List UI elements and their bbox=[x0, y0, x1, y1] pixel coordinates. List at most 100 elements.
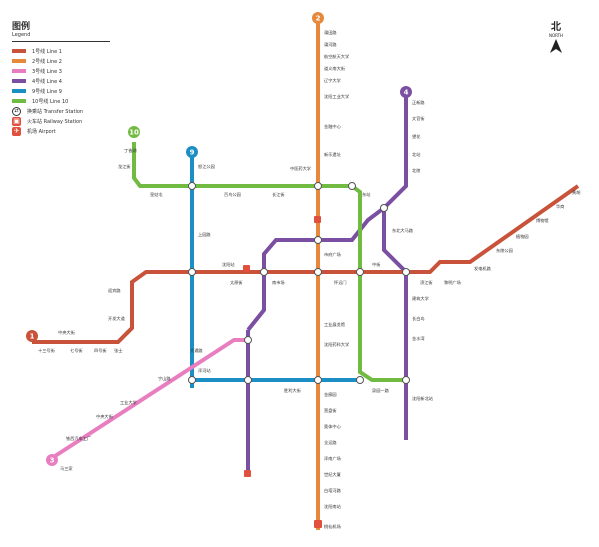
svg-text:3: 3 bbox=[50, 457, 55, 465]
station-label[interactable]: 沈阳药科大学 bbox=[324, 341, 349, 348]
station-label[interactable]: 宁山路 bbox=[158, 375, 171, 382]
station-label[interactable]: 长江街 bbox=[272, 191, 285, 198]
station-label[interactable]: 奥体中心 bbox=[324, 423, 342, 430]
station-label[interactable]: 皇姑屯 bbox=[150, 191, 163, 198]
station-label[interactable]: 正新路 bbox=[412, 99, 425, 106]
station-label[interactable]: 北陵 bbox=[412, 167, 421, 174]
station-label[interactable]: 中医药大学 bbox=[290, 165, 311, 172]
station-label[interactable]: 白塔河路 bbox=[324, 487, 342, 494]
station-label[interactable]: 百鸟公园 bbox=[224, 191, 241, 198]
station-label[interactable]: 东站 bbox=[362, 191, 370, 198]
station-label[interactable]: 工业大学 bbox=[120, 399, 137, 406]
station-label[interactable]: 建筑大学 bbox=[412, 295, 429, 302]
legend-item-line-4: 4号线 Line 4 bbox=[12, 76, 110, 86]
airport-icon[interactable] bbox=[314, 520, 322, 528]
station-label[interactable]: 中央大街 bbox=[58, 329, 75, 336]
transfer-station[interactable] bbox=[314, 182, 322, 190]
station-label[interactable]: 金廊园 bbox=[324, 391, 337, 398]
transfer-station[interactable] bbox=[244, 336, 252, 344]
transfer-station[interactable] bbox=[260, 268, 268, 276]
station-label[interactable]: 蒲河路 bbox=[324, 41, 337, 48]
station-label[interactable]: 植物园 bbox=[516, 233, 529, 240]
station-label[interactable]: 辽宁大学 bbox=[324, 77, 341, 84]
station-label[interactable]: 金融中心 bbox=[324, 123, 342, 130]
line-3-route bbox=[50, 338, 248, 460]
station-label[interactable]: 丁香湖 bbox=[124, 147, 137, 154]
transfer-station[interactable] bbox=[188, 376, 196, 384]
station-label[interactable]: 七号街 bbox=[70, 347, 83, 354]
line-9-route bbox=[190, 156, 360, 382]
line-9-badge[interactable]: 9 bbox=[186, 146, 198, 158]
line-10-badge[interactable]: 10 bbox=[128, 126, 140, 138]
station-label[interactable]: 南市场 bbox=[272, 279, 285, 286]
transfer-station[interactable] bbox=[348, 182, 356, 190]
station-label[interactable]: 浑南广场 bbox=[324, 455, 341, 462]
station-label[interactable]: 新乐遗址 bbox=[324, 151, 342, 158]
line-2-badge[interactable]: 2 bbox=[312, 12, 324, 24]
station-label[interactable]: 营盘街 bbox=[324, 407, 337, 414]
line-4-badge[interactable]: 4 bbox=[400, 86, 412, 98]
station-label[interactable]: 怀远门 bbox=[334, 279, 347, 286]
station-label[interactable]: 马三家 bbox=[60, 465, 73, 472]
station-label[interactable]: 泉园一路 bbox=[372, 387, 390, 394]
station-label[interactable]: 桃仙机场 bbox=[324, 523, 341, 530]
svg-text:9: 9 bbox=[190, 149, 195, 157]
station-label[interactable]: 大通路 bbox=[190, 347, 203, 354]
station-label[interactable]: 铁西汽车工厂 bbox=[66, 435, 91, 442]
station-label[interactable]: 中街 bbox=[372, 261, 380, 268]
station-label[interactable]: 金水湾 bbox=[412, 335, 425, 342]
transfer-station[interactable] bbox=[380, 204, 388, 212]
station-label[interactable]: 道义南大街 bbox=[324, 65, 345, 72]
transfer-station[interactable] bbox=[244, 376, 252, 384]
station-label[interactable]: 世纪大厦 bbox=[324, 471, 341, 478]
station-label[interactable]: 胜利大街 bbox=[284, 387, 301, 394]
station-label[interactable]: 工业展览馆 bbox=[324, 321, 345, 328]
transfer-station[interactable] bbox=[402, 268, 410, 276]
station-label[interactable]: 龙江街 bbox=[118, 163, 131, 170]
station-label[interactable]: 张士 bbox=[114, 347, 122, 354]
transfer-station[interactable] bbox=[402, 376, 410, 384]
station-label[interactable]: 蒲田路 bbox=[324, 29, 337, 36]
station-label[interactable]: 市府广场 bbox=[324, 251, 341, 258]
station-label[interactable]: 十三号街 bbox=[38, 347, 55, 354]
railway-station-icon[interactable] bbox=[244, 470, 251, 477]
station-label[interactable]: 东陵公园 bbox=[496, 247, 513, 254]
station-label[interactable]: 长白岛 bbox=[412, 315, 425, 322]
station-label[interactable]: 北站 bbox=[412, 151, 420, 158]
railway-station-icon[interactable] bbox=[243, 265, 250, 272]
line-3-badge[interactable]: 3 bbox=[46, 454, 58, 466]
station-label[interactable]: 黄胡 bbox=[572, 189, 580, 196]
station-label[interactable]: 怒江公园 bbox=[198, 163, 215, 170]
railway-station-icon[interactable] bbox=[314, 216, 321, 223]
station-label[interactable]: 沈阳工业大学 bbox=[324, 93, 349, 100]
station-label[interactable]: 全运路 bbox=[324, 439, 337, 446]
station-label[interactable]: 四号街 bbox=[94, 347, 107, 354]
line-1-badge[interactable]: 1 bbox=[26, 330, 38, 342]
transfer-station[interactable] bbox=[314, 376, 322, 384]
svg-text:4: 4 bbox=[404, 89, 409, 97]
station-label[interactable]: 沈阳站 bbox=[222, 261, 235, 268]
station-label[interactable]: 发电机路 bbox=[474, 265, 492, 272]
station-label[interactable]: 开发大道 bbox=[108, 315, 126, 322]
station-label[interactable]: 航空航天大学 bbox=[324, 53, 349, 60]
transfer-station[interactable] bbox=[188, 182, 196, 190]
transfer-station[interactable] bbox=[188, 268, 196, 276]
station-label[interactable]: 迎宾路 bbox=[108, 287, 121, 294]
station-label[interactable]: 浑河站 bbox=[198, 367, 211, 374]
station-label[interactable]: 沈阳南站 bbox=[324, 503, 341, 510]
station-label[interactable]: 望花 bbox=[412, 133, 420, 140]
station-label[interactable]: 华商 bbox=[556, 203, 564, 210]
station-label[interactable]: 中央大街 bbox=[96, 413, 113, 420]
transfer-station[interactable] bbox=[356, 268, 364, 276]
station-label[interactable]: 文官街 bbox=[412, 115, 425, 122]
transfer-station[interactable] bbox=[314, 236, 322, 244]
station-label[interactable]: 东北大马路 bbox=[392, 227, 414, 234]
transfer-station[interactable] bbox=[314, 268, 322, 276]
station-label[interactable]: 博物馆 bbox=[536, 217, 549, 224]
transfer-station[interactable] bbox=[356, 376, 364, 384]
station-label[interactable]: 太原街 bbox=[230, 279, 243, 286]
station-label[interactable]: 上园路 bbox=[198, 231, 211, 238]
station-label[interactable]: 黎明广场 bbox=[444, 279, 461, 286]
station-label[interactable]: 沈阳新北站 bbox=[412, 395, 433, 402]
station-label[interactable]: 滂江街 bbox=[420, 279, 433, 286]
